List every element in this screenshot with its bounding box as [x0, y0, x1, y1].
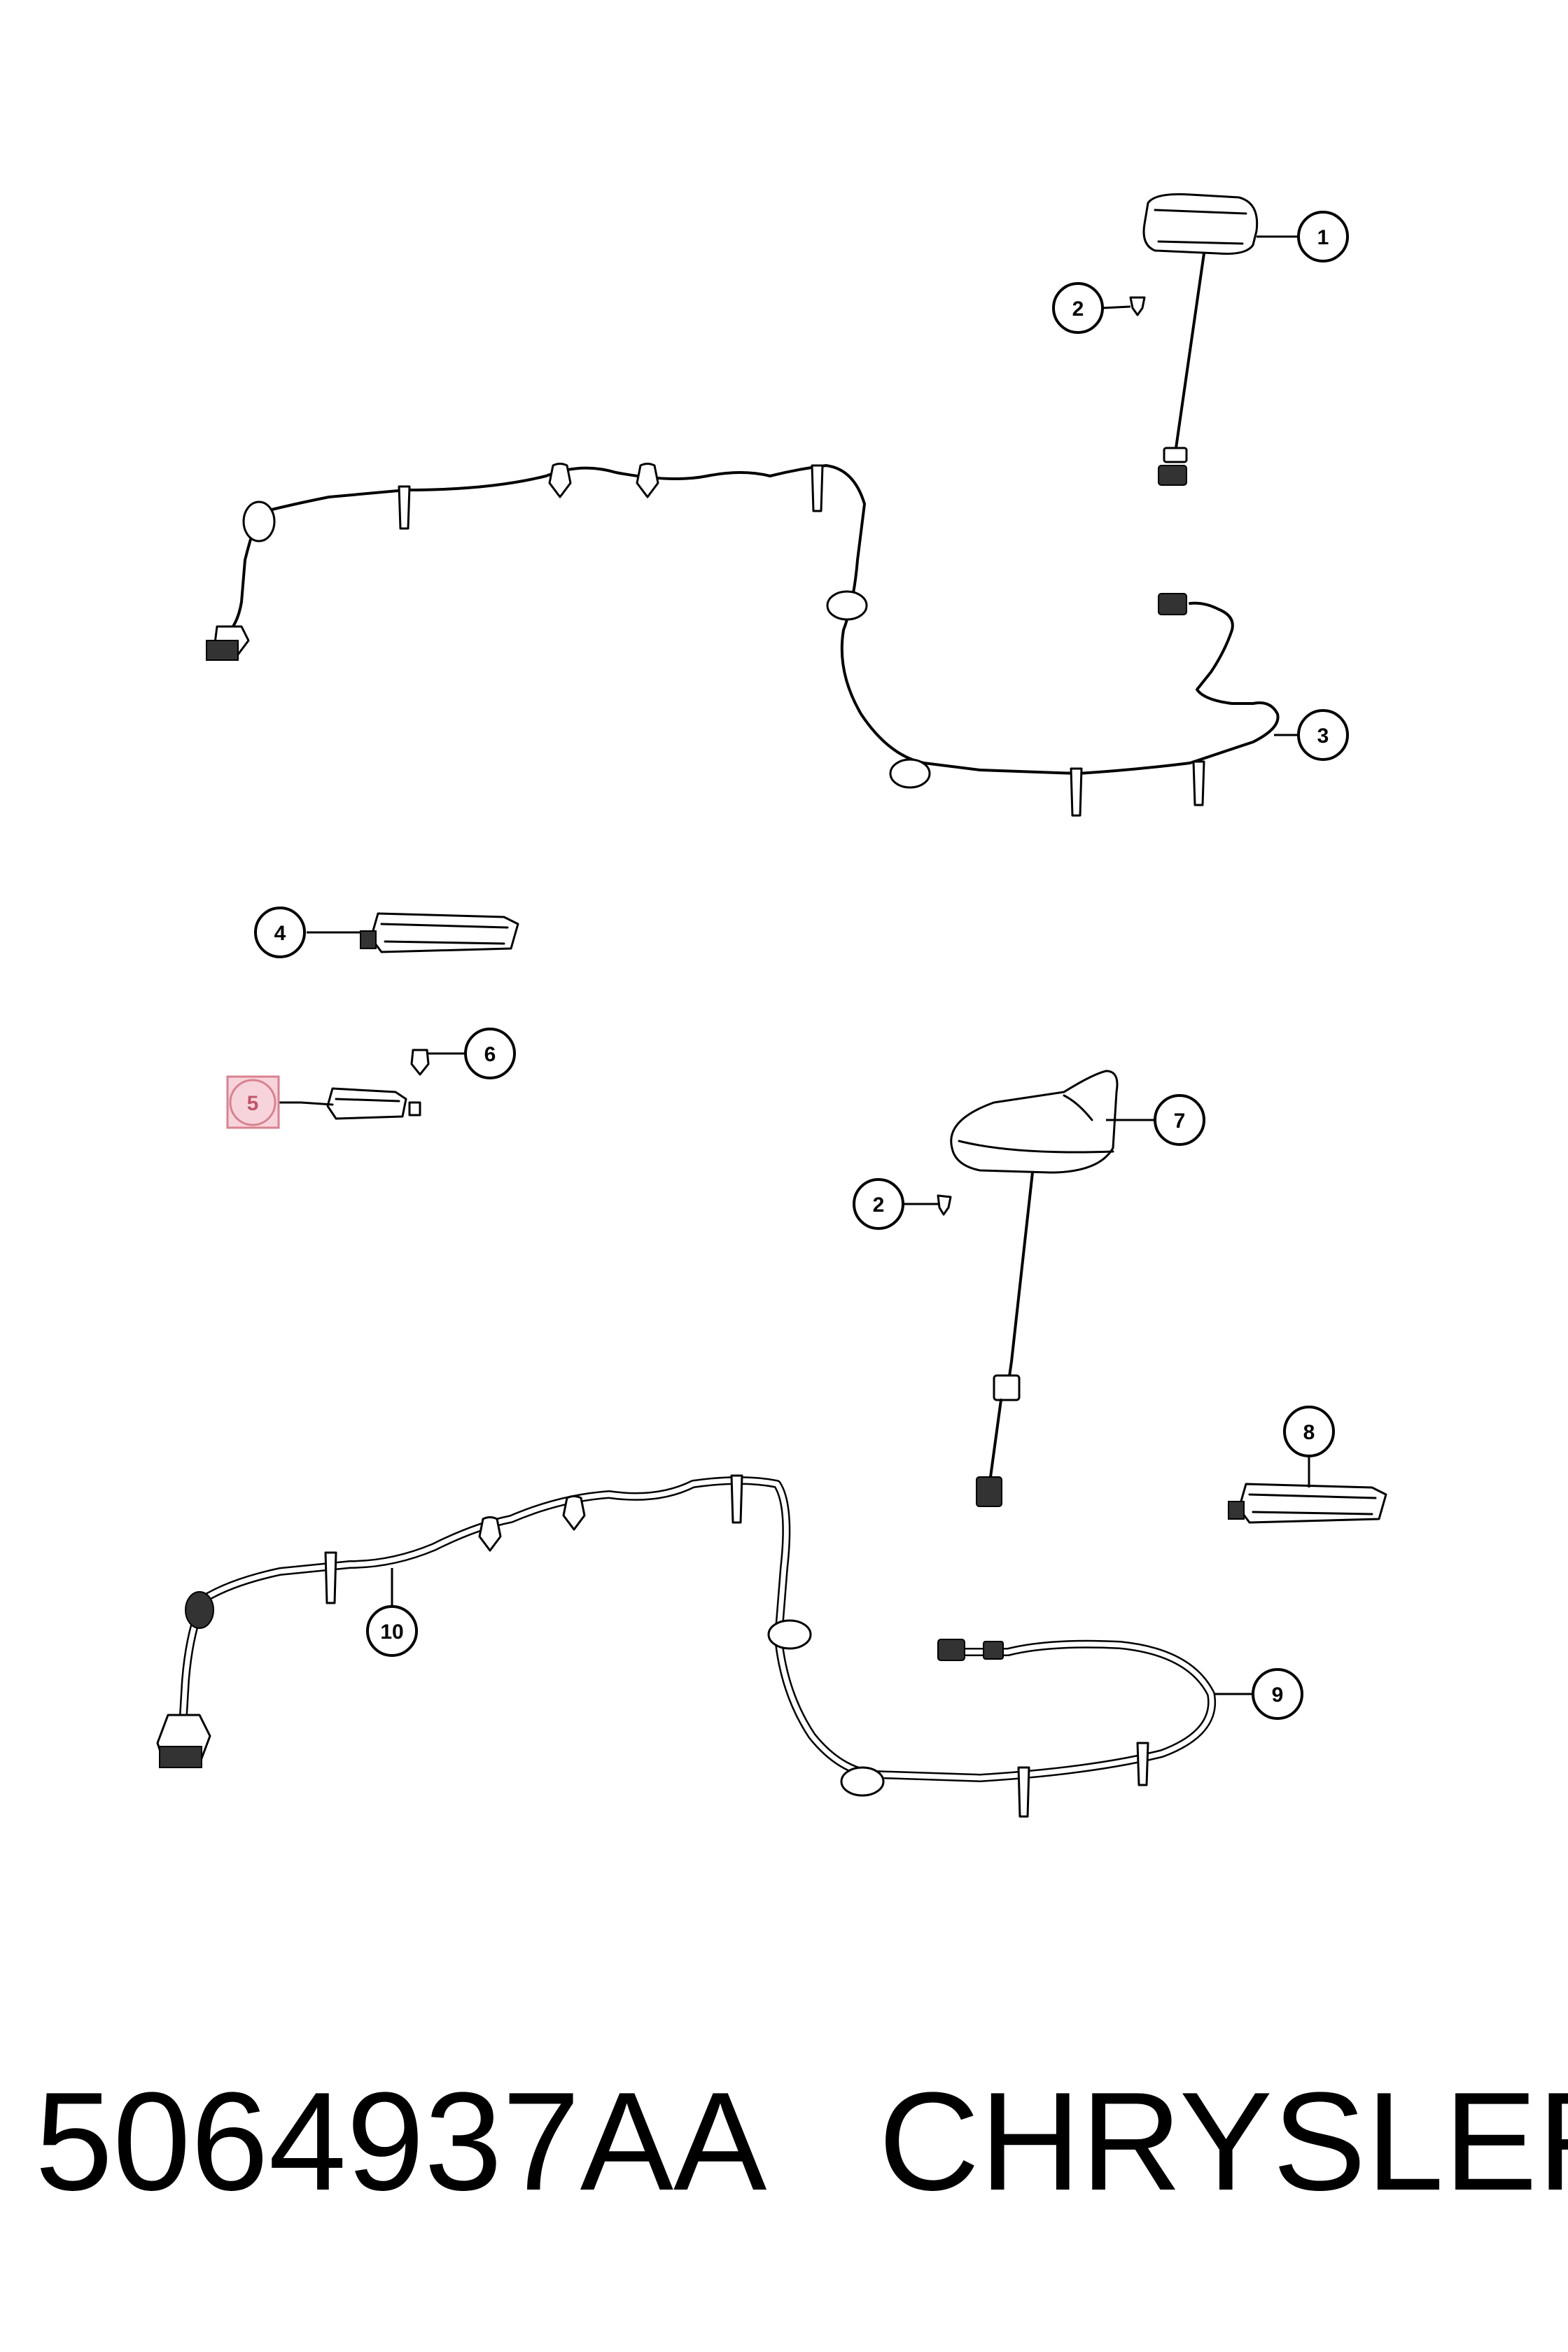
part-8-module — [1228, 1483, 1387, 1524]
callout-2-upper-label: 2 — [1072, 298, 1084, 321]
callout-4[interactable]: 4 — [254, 906, 306, 958]
callout-6[interactable]: 6 — [464, 1028, 516, 1079]
callout-5-highlighted[interactable]: 5 — [226, 1075, 280, 1129]
part-6-nut — [410, 1049, 430, 1076]
callout-3-label: 3 — [1317, 724, 1329, 748]
leader-2a — [1102, 305, 1131, 309]
part-number: 5064937AA — [35, 2064, 767, 2220]
part-1-antenna-base — [1142, 193, 1259, 486]
callout-9-label: 9 — [1272, 1684, 1284, 1707]
part-5-module — [300, 1087, 421, 1120]
part-4-module — [360, 912, 519, 953]
part-10-harness-lower — [156, 1474, 791, 1768]
part-2-screw-upper — [1129, 296, 1146, 316]
part-2-screw-lower — [937, 1194, 952, 1216]
callout-8-label: 8 — [1303, 1421, 1315, 1444]
part-3-harness-upper — [206, 463, 1280, 817]
callout-4-label: 4 — [274, 922, 286, 945]
callout-7[interactable]: 7 — [1154, 1094, 1205, 1146]
callout-2-lower[interactable]: 2 — [853, 1178, 904, 1230]
callout-8[interactable]: 8 — [1283, 1406, 1335, 1457]
callout-10[interactable]: 10 — [366, 1605, 418, 1657]
callout-1[interactable]: 1 — [1297, 211, 1349, 262]
callout-2-lower-label: 2 — [873, 1194, 885, 1217]
callout-7-label: 7 — [1174, 1110, 1186, 1133]
callout-3[interactable]: 3 — [1297, 709, 1349, 761]
callout-1-label: 1 — [1317, 226, 1329, 249]
callout-9[interactable]: 9 — [1252, 1668, 1303, 1720]
callout-6-label: 6 — [484, 1043, 496, 1066]
part-9-harness-lower — [767, 1619, 1217, 1818]
callout-10-label: 10 — [380, 1620, 403, 1644]
part-7-shark-fin-antenna — [950, 1070, 1119, 1507]
callout-5-label: 5 — [247, 1092, 259, 1115]
callout-2-upper[interactable]: 2 — [1052, 282, 1104, 334]
brand-name: CHRYSLER — [878, 2064, 1568, 2220]
